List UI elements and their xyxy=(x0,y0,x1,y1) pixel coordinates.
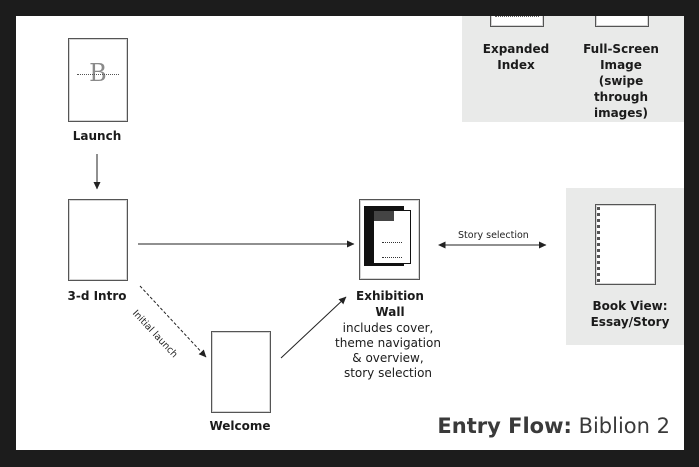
flow-arrows xyxy=(93,154,547,359)
exhibition-wall-label: Exhibition Wall xyxy=(356,289,424,319)
launch-logo: B xyxy=(89,59,107,87)
book-view-label: Book View: Essay/Story xyxy=(590,299,670,329)
full-screen-image-label: Full-Screen Image (swipe through images) xyxy=(583,42,659,120)
exhibition-wall-description: includes cover, theme navigation & overv… xyxy=(335,321,441,380)
exhibition-cover-text xyxy=(382,242,402,258)
diagram-title: Entry Flow: Biblion 2 xyxy=(437,414,670,438)
diagram-title-bold: Entry Flow: xyxy=(437,414,572,438)
welcome-to-exhibition-arrow xyxy=(280,296,347,359)
book-spine xyxy=(597,207,606,282)
launch-thumbnail[interactable]: B xyxy=(68,38,128,122)
exhibition-wall-thumbnail[interactable] xyxy=(359,199,420,280)
diagram-title-rest: Biblion 2 xyxy=(571,414,670,438)
exhibition-cover-header xyxy=(374,211,394,221)
intro-to-welcome-arrow xyxy=(139,285,207,358)
3d-intro-label: 3-d Intro xyxy=(67,289,127,303)
expanded-index-label: Expanded Index xyxy=(482,42,550,72)
launch-label: Launch xyxy=(72,129,122,143)
expanded-index-thumbnail[interactable] xyxy=(490,16,544,27)
book-view-thumbnail[interactable] xyxy=(595,204,656,285)
top-right-panel xyxy=(462,16,684,122)
full-screen-image-thumbnail[interactable] xyxy=(595,16,649,27)
welcome-thumbnail[interactable] xyxy=(211,331,271,413)
welcome-label: Welcome xyxy=(209,419,271,433)
story-selection-label: Story selection xyxy=(458,230,529,241)
diagram-canvas: Expanded Index Full-Screen Image (swipe … xyxy=(16,16,684,450)
3d-intro-thumbnail[interactable] xyxy=(68,199,128,281)
launch-logo-rule xyxy=(77,74,119,75)
